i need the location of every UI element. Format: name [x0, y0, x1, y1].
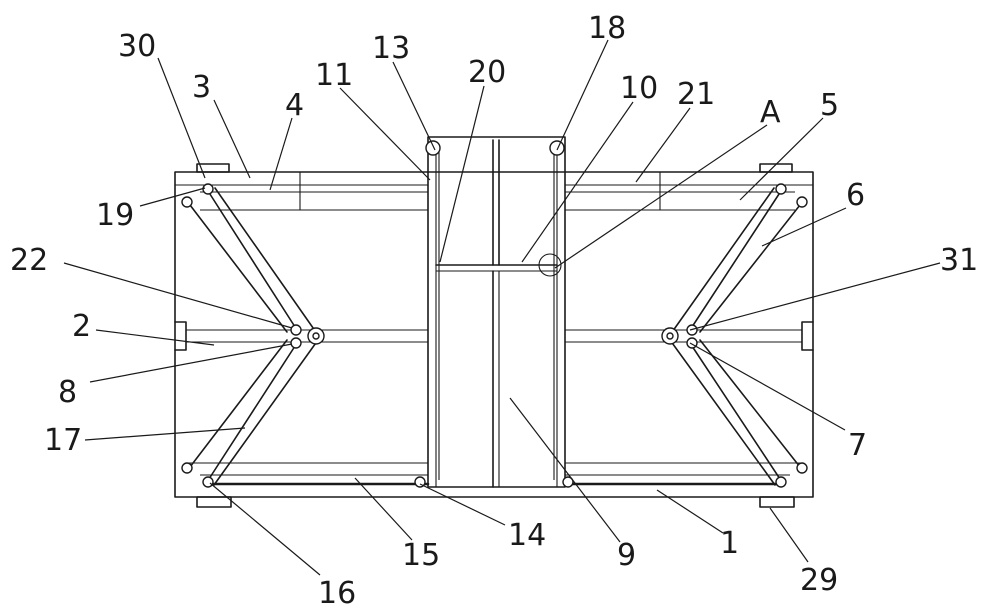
label-6: 6	[846, 178, 865, 213]
label-15: 15	[402, 538, 440, 573]
label-11: 11	[315, 58, 353, 93]
label-21: 21	[677, 77, 715, 112]
top-rails	[175, 172, 813, 211]
label-9: 9	[617, 538, 636, 573]
label-3: 3	[192, 70, 211, 105]
label-A: A	[760, 95, 781, 130]
label-31: 31	[940, 243, 978, 278]
label-30: 30	[118, 29, 156, 64]
label-5: 5	[820, 88, 839, 123]
label-18: 18	[588, 11, 626, 46]
label-2: 2	[72, 309, 91, 344]
label-20: 20	[468, 55, 506, 90]
label-16: 16	[318, 576, 356, 611]
outer-frame	[174, 163, 814, 508]
label-17: 17	[44, 423, 82, 458]
leader-lines	[63, 39, 941, 576]
label-29: 29	[800, 563, 838, 598]
label-19: 19	[96, 198, 134, 233]
left-linkage	[181, 183, 426, 488]
label-8: 8	[58, 375, 77, 410]
bottom-rails	[185, 462, 803, 486]
label-13: 13	[372, 31, 410, 66]
middle-bars	[174, 321, 814, 351]
label-14: 14	[508, 518, 546, 553]
right-linkage	[562, 183, 808, 488]
label-4: 4	[285, 88, 304, 123]
label-7: 7	[848, 428, 867, 463]
label-1: 1	[720, 526, 739, 561]
label-10: 10	[620, 71, 658, 106]
label-22: 22	[10, 243, 48, 278]
part-labels: 30 3 4 11 13 20 18 10 21 A 5 6 31 7 29 1…	[10, 11, 978, 611]
central-column	[425, 136, 566, 488]
